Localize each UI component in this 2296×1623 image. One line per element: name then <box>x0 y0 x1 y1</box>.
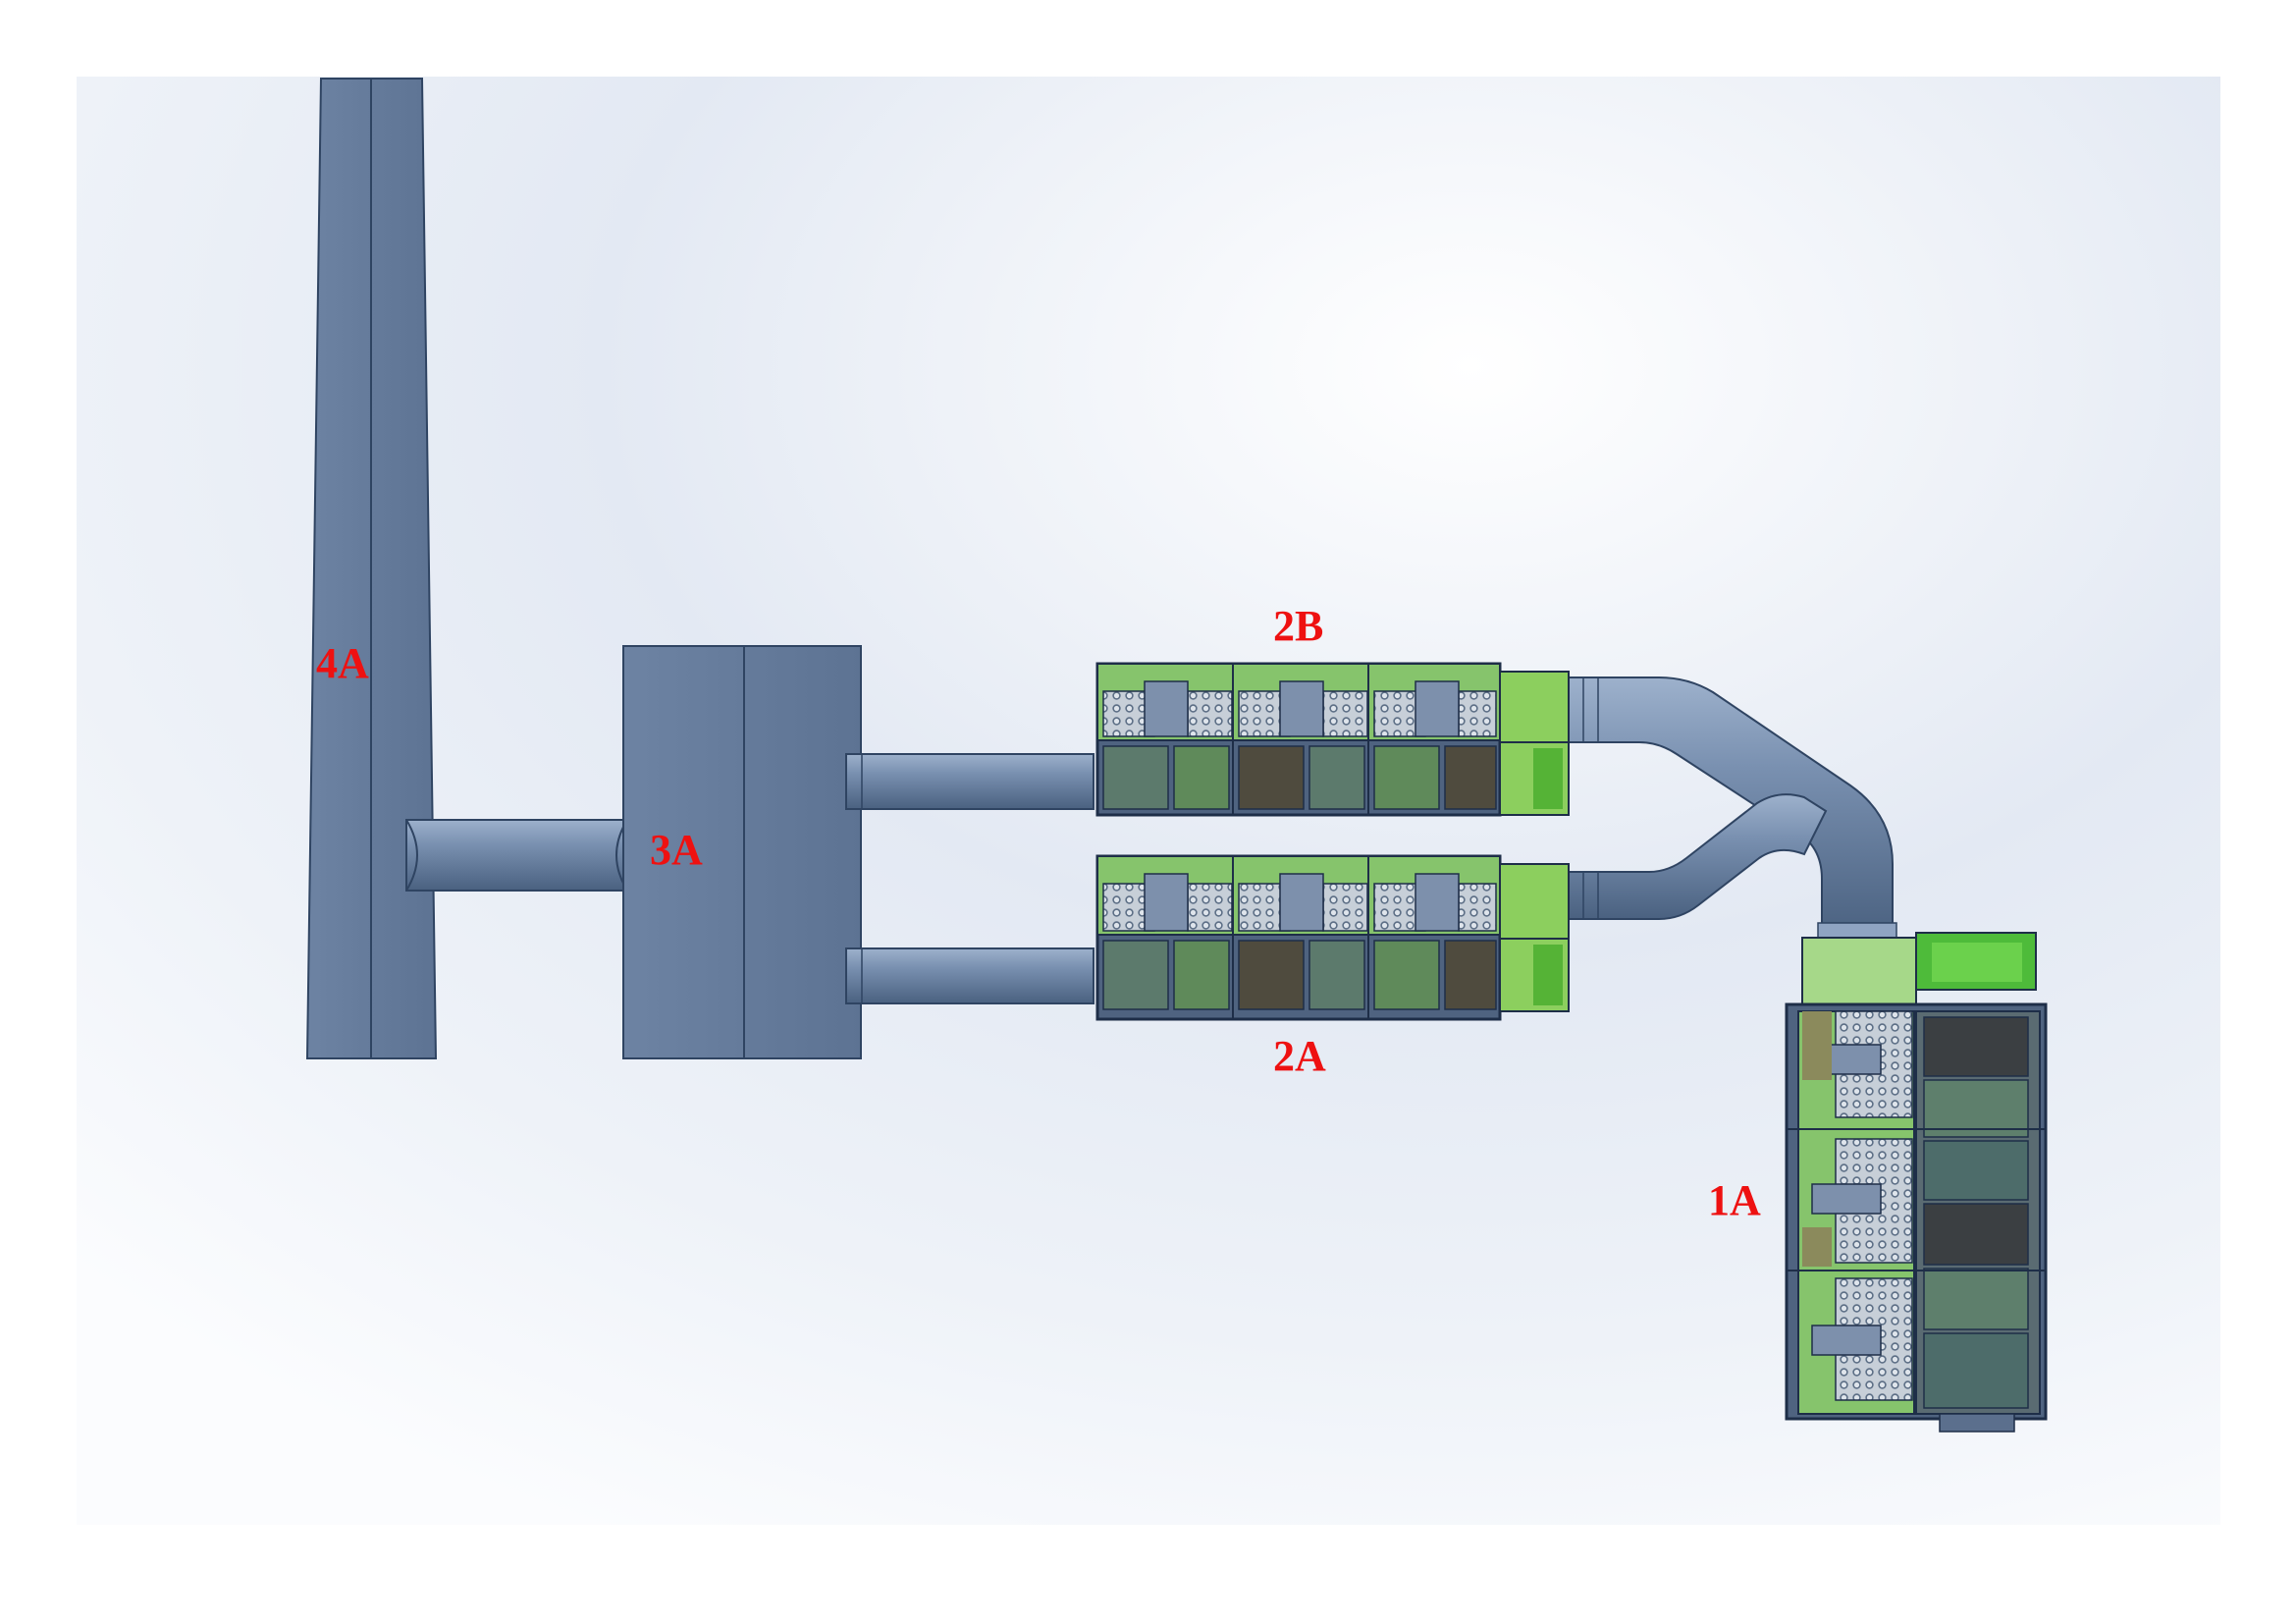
duct-3a-to-2b <box>845 753 1095 810</box>
duct-3a-to-2a <box>845 947 1095 1004</box>
label-1a: 1A <box>1708 1176 1761 1224</box>
unit-1a-module <box>1785 932 2048 1433</box>
duct-3a-to-4a <box>405 819 628 892</box>
label-4a: 4A <box>316 639 369 687</box>
label-2a: 2A <box>1273 1032 1326 1080</box>
label-2b: 2B <box>1273 602 1323 650</box>
label-3a: 3A <box>650 826 703 874</box>
unit-2a-module <box>1095 854 1570 1021</box>
unit-4a-stack <box>305 78 438 1059</box>
unit-2b-module <box>1095 662 1570 817</box>
duct-2a-branch <box>1568 793 1828 920</box>
unit-3a-box <box>622 645 862 1059</box>
